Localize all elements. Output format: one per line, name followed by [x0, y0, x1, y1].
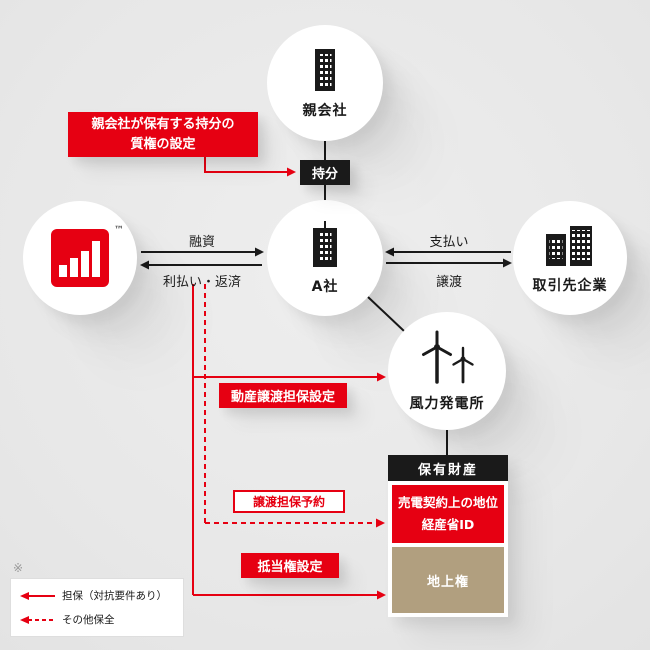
legend-security-label: 担保（対抗要件あり）	[62, 590, 167, 602]
building-icon	[315, 48, 335, 91]
mortgage-tag: 抵当権設定	[241, 553, 339, 578]
bar-chart-logo-icon	[59, 241, 100, 277]
trademark-mark: ™	[114, 225, 124, 236]
dashed-red-arrow-icon	[20, 615, 55, 624]
pledge-annotation-box: 親会社が保有する持分の 質権の設定	[68, 112, 258, 157]
legend-other-label: その他保全	[62, 614, 115, 626]
assets-item-contract: 売電契約上の地位 経産省ID	[392, 485, 504, 543]
legend-row-other: その他保全	[19, 612, 175, 627]
assets-item-surface-right: 地上権	[392, 547, 504, 613]
arrow-repayment-head	[140, 260, 149, 270]
arrow-mortgage-head	[377, 590, 386, 600]
note-mark: ※	[13, 561, 24, 575]
node-company-a: A社	[267, 200, 383, 316]
arrow-pledge-line	[204, 157, 287, 173]
arrow-transfer-head	[503, 258, 512, 268]
node-customer: 取引先企業	[513, 201, 627, 315]
transfer-security-reservation-tag: 譲渡担保予約	[233, 490, 345, 513]
node-lender: ™	[23, 201, 137, 315]
pledge-line1: 親会社が保有する持分の	[91, 116, 235, 132]
contract-line1: 売電契約上の地位	[397, 494, 498, 510]
solid-red-arrow-icon	[20, 591, 55, 600]
arrow-reservation-head	[376, 518, 385, 528]
node-wind-plant: 風力発電所	[388, 312, 506, 430]
arrow-chattel-head	[377, 372, 386, 382]
chattel-security-tag: 動産譲渡担保設定	[219, 383, 347, 408]
building-antenna-icon	[313, 220, 337, 267]
two-buildings-icon	[546, 225, 592, 266]
line-company-a-to-wind	[367, 296, 405, 332]
wind-turbine-icon	[422, 330, 474, 384]
contract-line2: 経産省ID	[421, 517, 475, 532]
loan-label: 融資	[188, 235, 215, 250]
arrow-payment-head	[385, 247, 394, 257]
legend-row-security: 担保（対抗要件あり）	[19, 588, 175, 603]
parent-company-label: 親会社	[302, 102, 348, 119]
arrow-loan-head	[255, 247, 264, 257]
transfer-label: 譲渡	[435, 275, 462, 290]
company-a-label: A社	[311, 278, 339, 295]
arrow-pledge-head	[287, 167, 296, 177]
assets-panel: 保有財産 売電契約上の地位 経産省ID 地上権	[388, 455, 508, 617]
payment-label: 支払い	[429, 235, 469, 250]
repayment-label: 利払い・返済	[162, 275, 241, 290]
wind-plant-label: 風力発電所	[409, 395, 485, 412]
assets-header: 保有財産	[388, 455, 508, 481]
equity-tag: 持分	[300, 160, 350, 185]
lender-logo: ™	[51, 225, 124, 287]
customer-label: 取引先企業	[532, 277, 608, 294]
legend-box: 担保（対抗要件あり） その他保全	[10, 578, 184, 637]
pledge-line2: 質権の設定	[130, 136, 196, 152]
node-parent-company: 親会社	[267, 25, 383, 141]
